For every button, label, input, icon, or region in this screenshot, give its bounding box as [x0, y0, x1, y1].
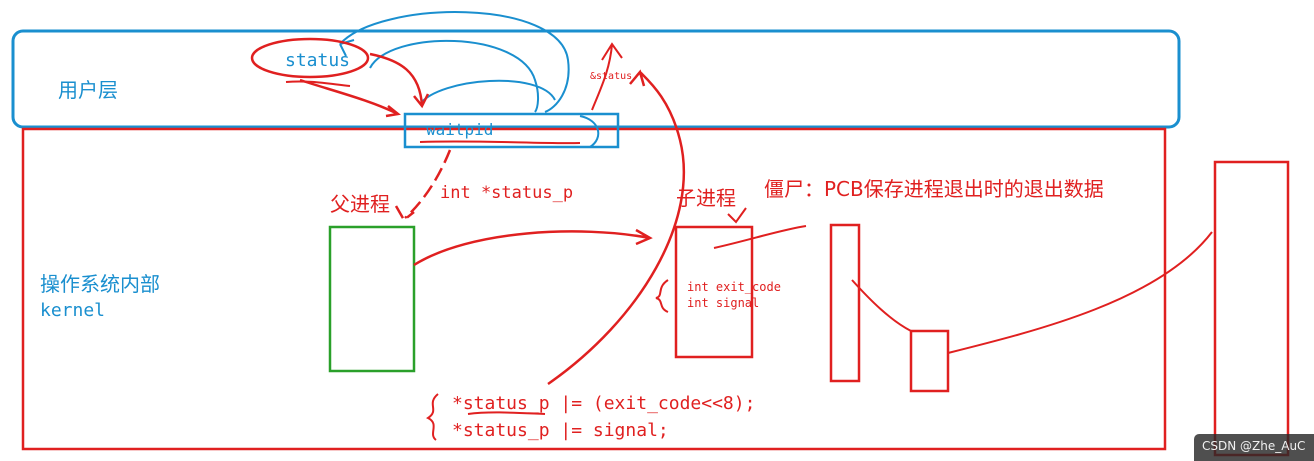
parent-to-child-arrow [413, 228, 653, 267]
status-variable-label: status [285, 50, 351, 71]
child-check-mark [727, 207, 747, 224]
amp-status-arrow [591, 42, 623, 111]
small-box-to-right-box [947, 231, 1213, 354]
user-layer-label: 用户层 [58, 78, 118, 102]
watermark-badge: CSDN @Zhe_AuC [1194, 434, 1314, 461]
blue-arc-inner [369, 39, 539, 113]
code-line-exit-code: *status_p |= (exit_code<<8); [452, 393, 756, 414]
exit-code-field: int exit_code [687, 280, 781, 294]
waitpid-to-parent-arrow [394, 149, 452, 222]
tall-box-to-small-box [851, 279, 912, 332]
waitpid-box [403, 112, 620, 149]
status-to-waitpid-arrow-1 [299, 78, 401, 118]
os-internal-label: 操作系统内部 [40, 272, 160, 296]
process-box-tall [829, 223, 861, 383]
parent-process-box [328, 225, 416, 373]
zombie-description: 僵尸：PCB保存进程退出时的退出数据 [764, 177, 1104, 201]
child-process-box [674, 225, 754, 359]
process-box-right [1213, 160, 1290, 457]
waitpid-label: waitpid [426, 120, 494, 139]
code-brace [426, 393, 439, 441]
code-line-signal: *status_p |= signal; [452, 420, 669, 441]
kernel-box [21, 127, 1167, 451]
signal-field: int signal [687, 296, 760, 310]
waitpid-right-bracket [579, 115, 600, 148]
child-to-tall-box [713, 225, 807, 249]
fields-brace [655, 279, 669, 313]
watermark-text: CSDN @Zhe_AuC [1202, 439, 1306, 453]
child-process-label: 子进程 [676, 186, 736, 210]
parent-process-label: 父进程 [330, 192, 390, 216]
process-box-small [909, 329, 950, 393]
blue-arc-outer [339, 11, 570, 113]
kernel-label: kernel [40, 300, 106, 321]
status-underline [285, 80, 351, 87]
status-p-declaration: int *status_p [440, 183, 574, 203]
amp-status-label: &status [590, 71, 633, 82]
status-to-waitpid-arrow-2 [369, 52, 430, 109]
blue-arc-inner-2 [419, 79, 556, 105]
code-underline [467, 411, 546, 415]
waitpid-underline [419, 140, 581, 145]
status-circle [250, 37, 370, 79]
code-to-status-arrow [547, 69, 686, 386]
